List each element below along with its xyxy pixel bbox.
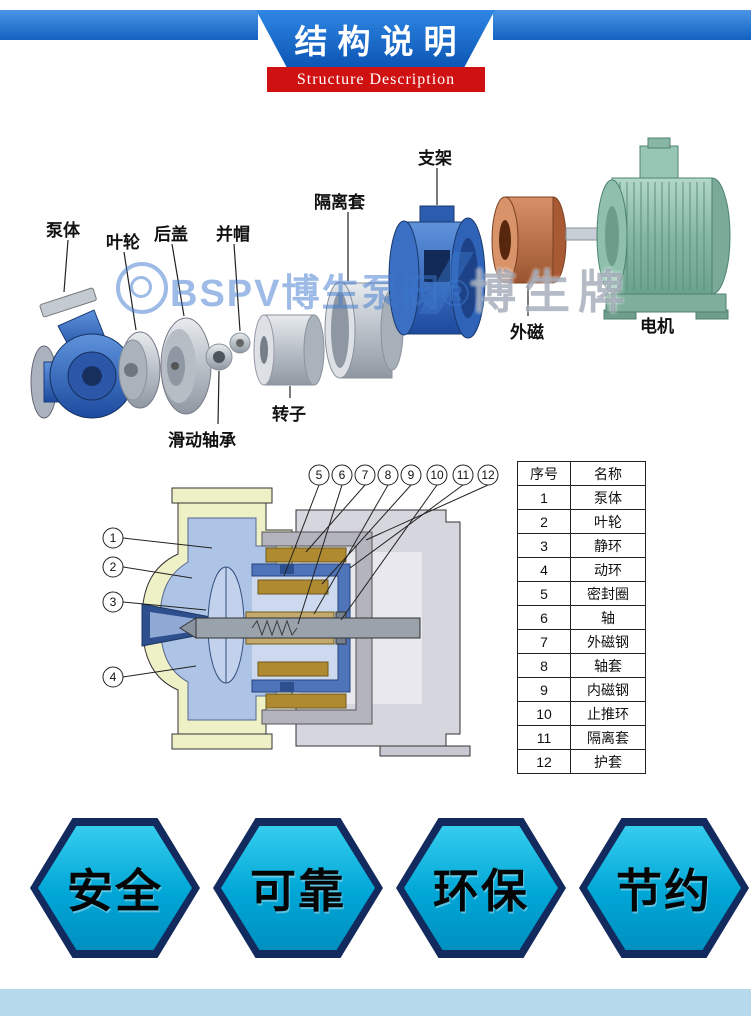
table-header-name: 名称 — [570, 461, 646, 486]
callout-11: 11 — [457, 468, 470, 482]
header-ribbon-right — [493, 10, 751, 40]
outer-magnet-part — [491, 196, 567, 284]
label-outer-magnet: 外磁 — [510, 323, 544, 342]
section-outer-shell — [261, 531, 373, 725]
label-cap-nut: 并帽 — [216, 225, 250, 244]
page-subtitle: Structure Description — [267, 67, 485, 92]
callout-6: 6 — [339, 468, 346, 482]
badge-face: 环保 — [404, 826, 558, 950]
badge-label: 环保 — [433, 865, 529, 917]
badge-label: 节约 — [616, 865, 712, 917]
motor-part — [565, 137, 731, 320]
callout-8: 8 — [385, 468, 392, 482]
badge-face: 安全 — [38, 826, 192, 950]
label-bracket: 支架 — [418, 149, 452, 168]
impeller-part — [118, 331, 161, 409]
label-motor: 电机 — [640, 317, 674, 336]
label-sliding-bearing: 滑动轴承 — [168, 431, 236, 450]
label-pump-body: 泵体 — [46, 221, 80, 240]
callout-4: 4 — [110, 670, 117, 684]
header-ribbon-left — [0, 10, 258, 40]
callout-3: 3 — [110, 595, 117, 609]
badge-reliable: 可靠 — [213, 818, 383, 958]
bracket-part — [388, 205, 486, 339]
feature-badges: 安全 可靠 环保 节约 — [0, 818, 751, 962]
callout-12: 12 — [481, 468, 495, 482]
callout-1: 1 — [110, 531, 117, 545]
label-rear-cover: 后盖 — [154, 225, 188, 244]
badge-label: 可靠 — [250, 865, 346, 917]
section-callout-numbers-left: 1 2 3 4 — [110, 531, 117, 684]
callout-10: 10 — [430, 468, 444, 482]
badge-face: 可靠 — [221, 826, 375, 950]
badge-saving: 节约 — [579, 818, 749, 958]
section-callouts-top — [283, 464, 499, 625]
parts-table-header-row: 序号 名称 — [517, 461, 646, 486]
badge-label: 安全 — [67, 865, 163, 917]
rotor-part — [253, 314, 325, 386]
isolation-sleeve-part — [324, 281, 404, 379]
callout-2: 2 — [110, 560, 117, 574]
cross-section-drawing: 1 2 3 4 5 6 7 8 — [102, 464, 499, 757]
callout-7: 7 — [362, 468, 369, 482]
sliding-bearing-part — [205, 343, 233, 371]
section-shaft-assembly — [179, 564, 421, 692]
section-callouts-left — [102, 527, 213, 688]
callout-5: 5 — [316, 468, 323, 482]
label-rotor: 转子 — [272, 405, 306, 424]
footer-bar — [0, 989, 751, 1016]
section-callout-numbers-top: 5 6 7 8 9 10 11 12 — [316, 468, 495, 482]
table-header-index: 序号 — [517, 461, 571, 486]
badge-safety: 安全 — [30, 818, 200, 958]
page-title: 结构说明 — [294, 23, 467, 60]
callout-9: 9 — [408, 468, 415, 482]
cap-nut-part — [229, 332, 251, 354]
header-banner: 结构说明 — [256, 10, 495, 68]
badge-face: 节约 — [587, 826, 741, 950]
badge-eco: 环保 — [396, 818, 566, 958]
label-impeller: 叶轮 — [106, 233, 140, 252]
pump-body-part — [30, 287, 135, 419]
rear-cover-part — [160, 317, 212, 415]
label-isolation-sleeve: 隔离套 — [314, 193, 365, 212]
exploded-view-drawing — [30, 137, 731, 425]
